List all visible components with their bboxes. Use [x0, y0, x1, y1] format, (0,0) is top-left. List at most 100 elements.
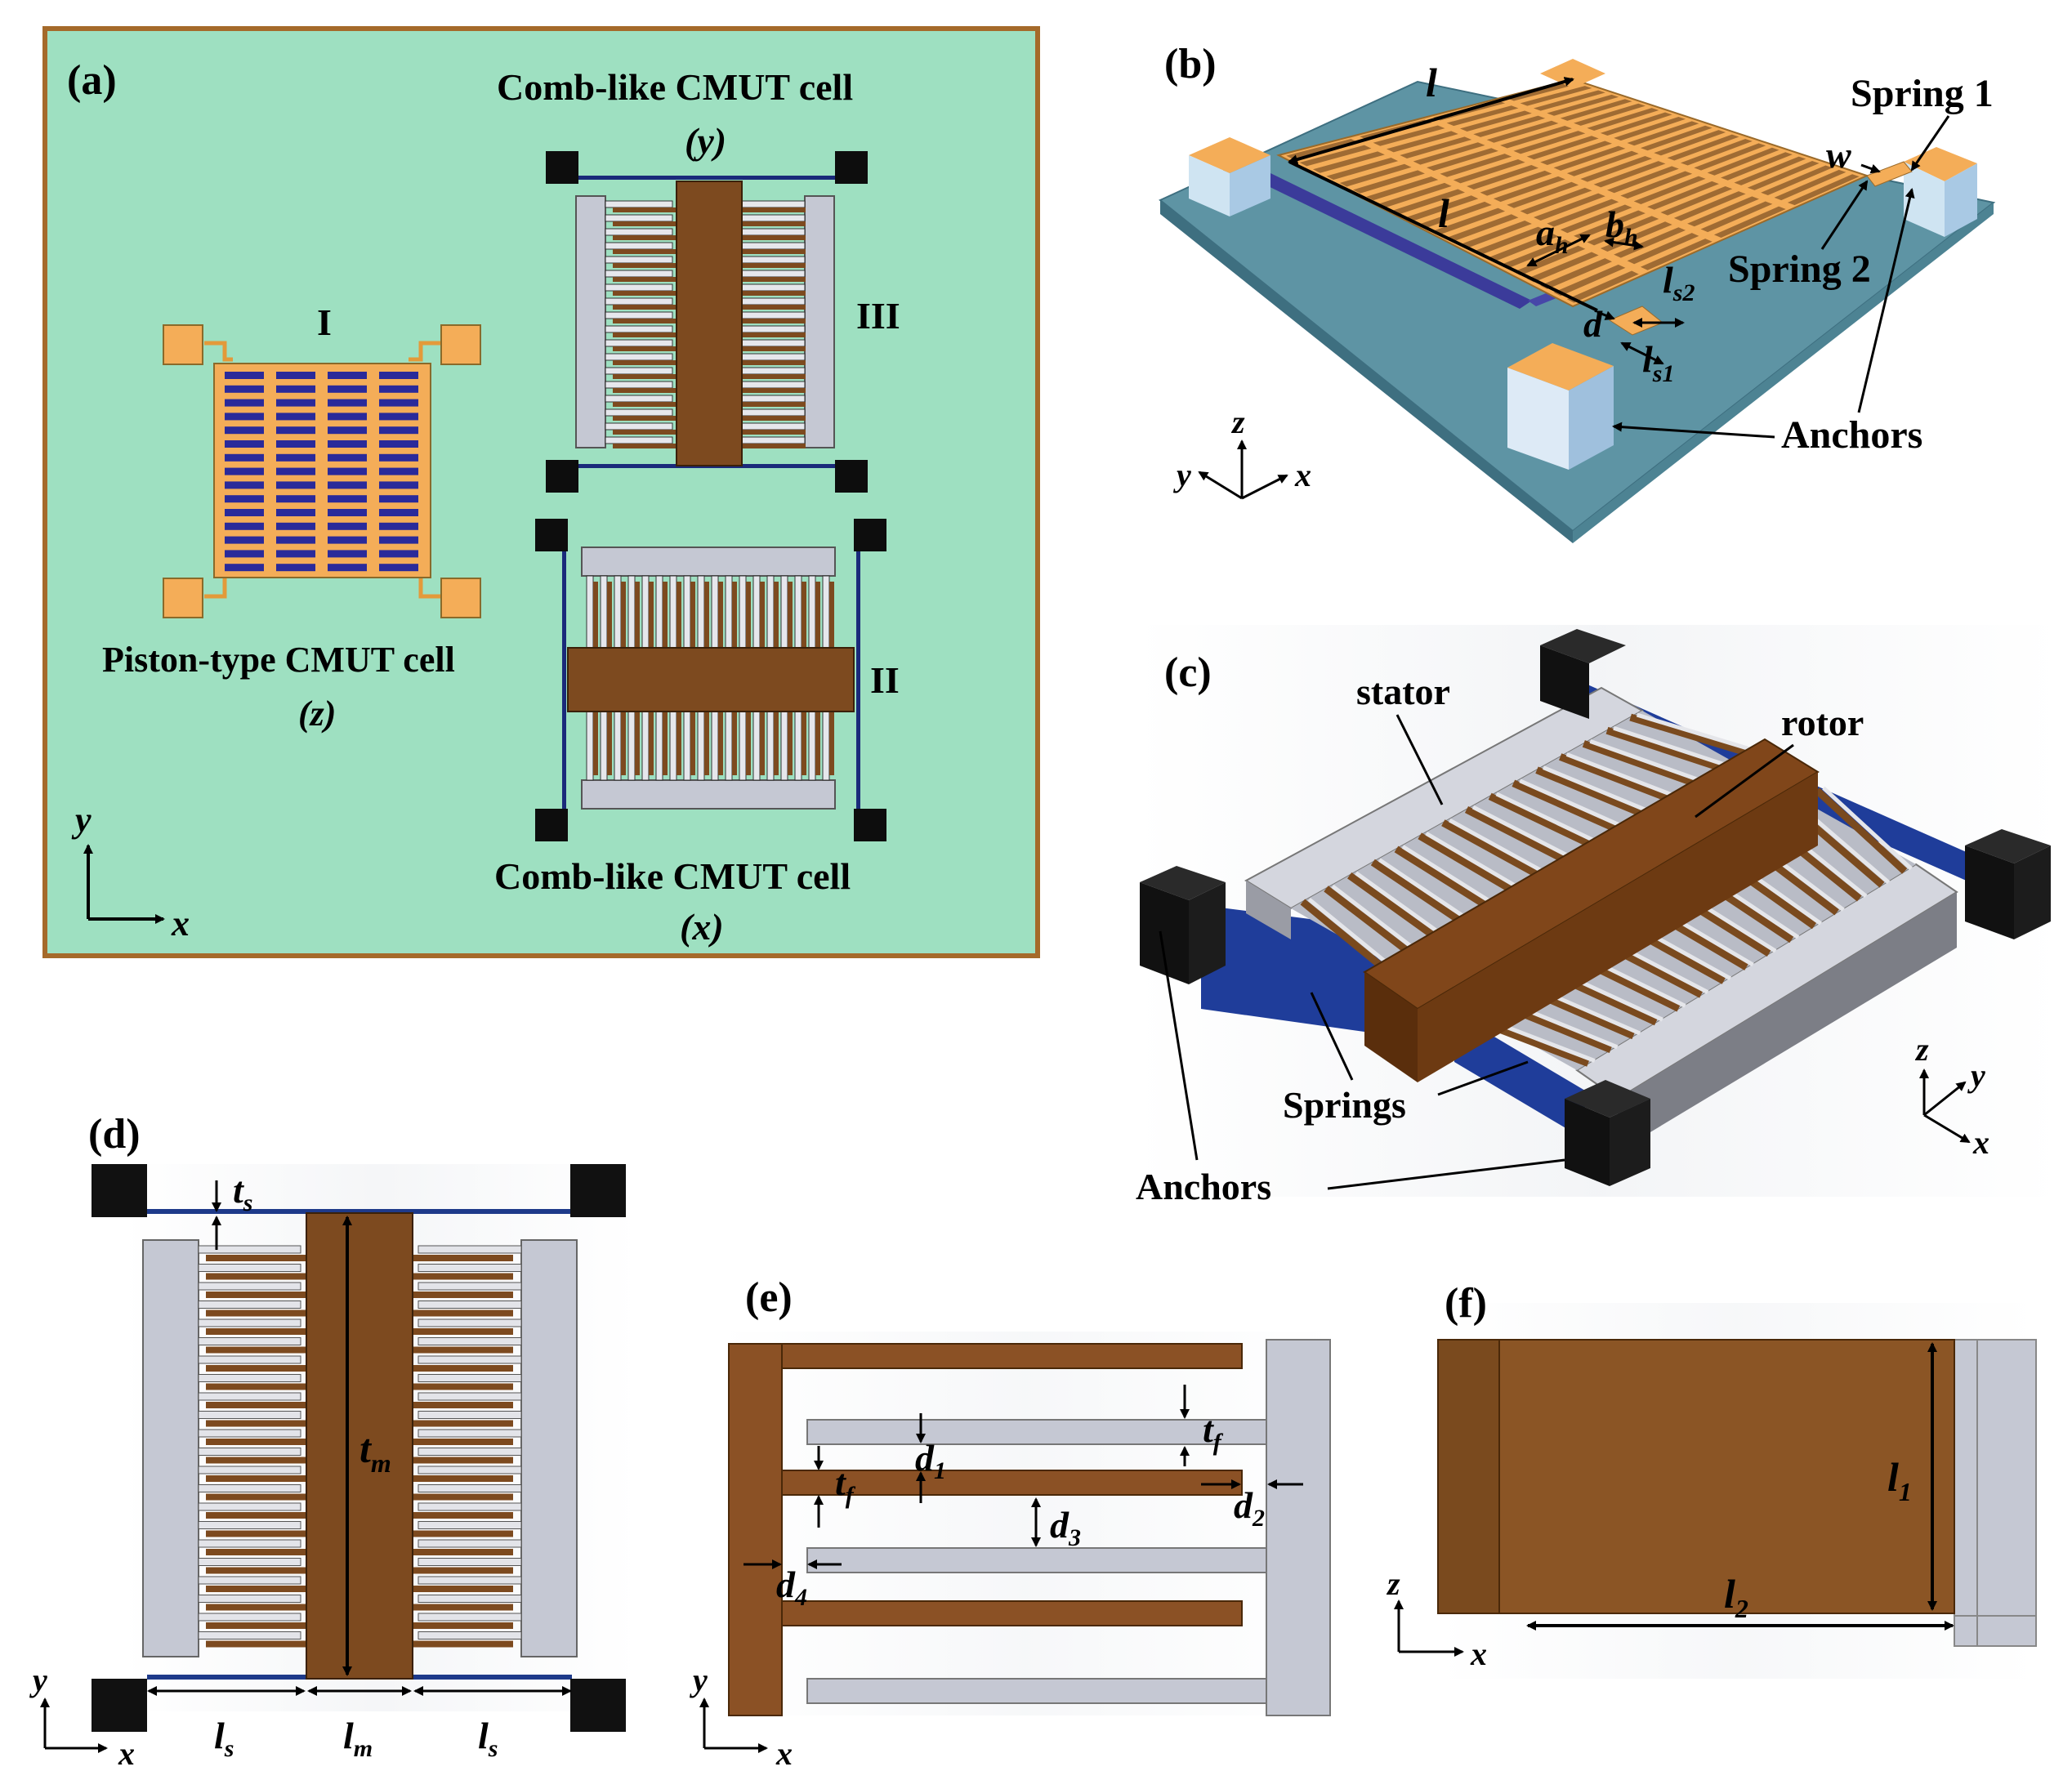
stator-finger — [669, 711, 677, 781]
membrane-slot — [1734, 156, 1806, 185]
stator-finger — [586, 575, 594, 649]
stator-finger — [418, 1392, 522, 1401]
membrane-hole — [276, 453, 315, 462]
membrane-slot — [1480, 170, 1552, 196]
stator-finger — [198, 1576, 301, 1585]
stator-finger — [418, 1245, 522, 1254]
membrane-hole — [328, 426, 367, 435]
rotor-finger — [413, 1512, 513, 1519]
panel-a: (a) I Piston-type CMUT cell (z) Comb-lik… — [42, 26, 1040, 958]
axis-y-label: y — [71, 800, 92, 840]
stator-finger — [614, 711, 622, 781]
dim-tf-right: tf — [1203, 1408, 1224, 1456]
membrane-slot — [1667, 134, 1739, 161]
rotor-finger — [206, 1328, 306, 1335]
membrane-slot — [1553, 145, 1626, 171]
stator-finger — [739, 711, 747, 781]
rotor-finger — [413, 1383, 513, 1390]
membrane-slot — [1647, 181, 1719, 210]
rotor-finger — [206, 1475, 306, 1482]
stator-finger — [614, 575, 622, 649]
piston-anchor — [440, 324, 481, 365]
membrane-hole — [328, 453, 367, 462]
membrane-slot — [1640, 125, 1713, 151]
piston-anchor — [440, 578, 481, 618]
stator-finger — [605, 395, 673, 403]
anchor-block — [546, 151, 578, 184]
panel-a-axes: y x — [71, 800, 190, 944]
membrane-hole — [379, 522, 418, 530]
membrane-hole — [225, 536, 264, 544]
stator-finger — [737, 408, 806, 417]
rotor-finger — [742, 430, 806, 435]
membrane-hole — [276, 399, 315, 407]
dim-d3: d3 — [1050, 1504, 1081, 1551]
axis-x-label: x — [1470, 1635, 1487, 1672]
anchor-block — [835, 460, 868, 493]
stator-finger — [806, 1547, 1267, 1573]
stator-finger — [605, 256, 673, 264]
stator-finger — [737, 270, 806, 278]
rotor-finger — [781, 1600, 1243, 1626]
anchor-block — [570, 1164, 626, 1217]
panel-c-tag: (c) — [1164, 649, 1212, 696]
rotor-finger — [1512, 779, 1633, 840]
rotor-finger — [635, 712, 640, 775]
dim-lm: lm — [343, 1715, 373, 1762]
membrane-hole — [379, 550, 418, 558]
label-spring2: Spring 2 — [1728, 248, 1871, 291]
membrane-hole — [225, 550, 264, 558]
rotor-finger — [621, 712, 626, 775]
stator-finger — [822, 575, 830, 649]
rotor-finger — [742, 291, 806, 296]
rotor-finger — [613, 291, 677, 296]
stator-finger — [737, 381, 806, 389]
membrane-hole — [225, 564, 264, 572]
piston-title: Piston-type CMUT cell — [102, 640, 455, 680]
membrane-slot — [1553, 264, 1626, 297]
membrane-slot — [1660, 186, 1733, 216]
anchor-block — [835, 151, 868, 184]
rotor-finger — [742, 319, 806, 323]
stator-finger — [737, 283, 806, 292]
axis-y-label: y — [690, 1662, 708, 1698]
stator-finger — [605, 283, 673, 292]
axis-z-label: z — [1230, 404, 1245, 440]
stator-finger — [808, 575, 816, 649]
rotor-finger — [802, 712, 806, 775]
panel-d-tag: (d) — [88, 1111, 141, 1158]
stator-top — [581, 547, 836, 577]
membrane-slot — [1606, 166, 1679, 194]
rotor-finger — [613, 319, 677, 323]
rotor-finger — [829, 712, 834, 775]
rotor-finger — [413, 1457, 513, 1464]
rotor-finger — [206, 1420, 306, 1427]
rotor — [676, 181, 743, 466]
rotor-finger — [413, 1567, 513, 1574]
stator-finger — [780, 711, 788, 781]
rotor-finger — [206, 1604, 306, 1611]
membrane-hole — [225, 426, 264, 435]
rotor-finger — [413, 1420, 513, 1427]
label-anchors: Anchors — [1136, 1166, 1271, 1207]
membrane-hole — [225, 495, 264, 503]
rotor-finger — [206, 1640, 306, 1648]
membrane-slot — [1694, 143, 1766, 171]
stator-finger — [198, 1374, 301, 1382]
roman-II: II — [870, 659, 900, 701]
stator-left — [575, 195, 606, 448]
dim-ls-left: ls — [214, 1715, 234, 1762]
stator-finger — [198, 1411, 301, 1419]
rotor — [306, 1212, 413, 1680]
rotor-finger — [206, 1292, 306, 1298]
stator-finger — [198, 1318, 301, 1327]
stator-finger — [737, 353, 806, 361]
membrane-slot — [1520, 187, 1592, 215]
stator-finger — [418, 1484, 522, 1492]
stator-finger — [418, 1576, 522, 1585]
membrane-hole — [276, 536, 315, 544]
label-spring1: Spring 1 — [1851, 72, 1994, 115]
rotor-finger — [206, 1512, 306, 1519]
membrane-hole — [225, 413, 264, 421]
stator-finger — [418, 1355, 522, 1364]
